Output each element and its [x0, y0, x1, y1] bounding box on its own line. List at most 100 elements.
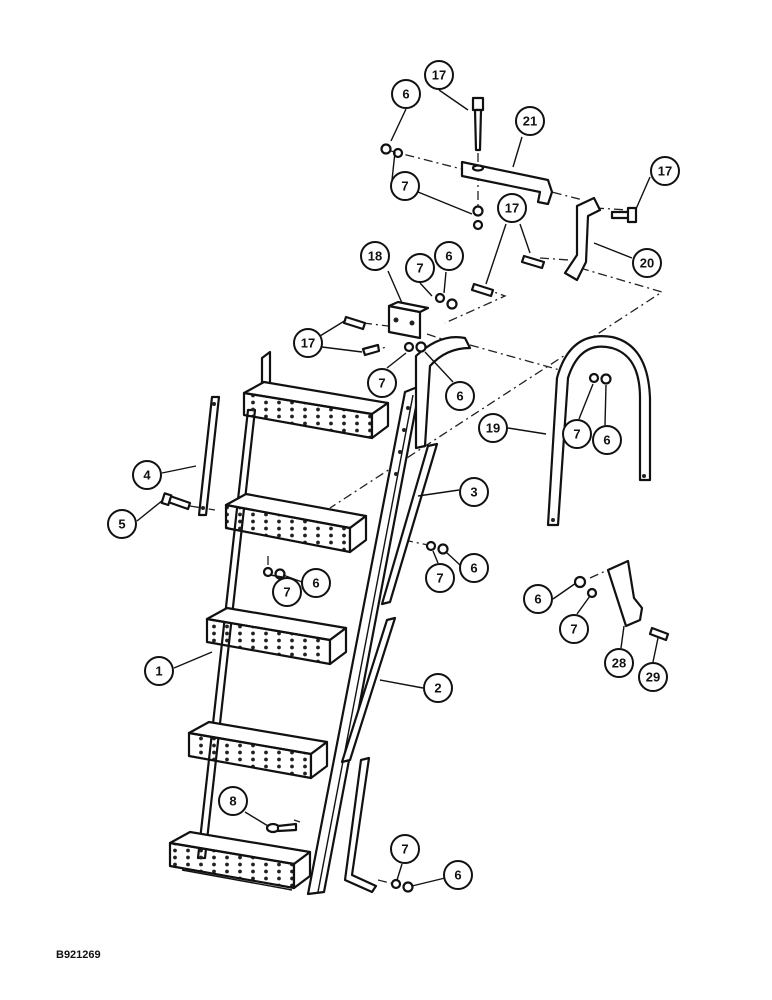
callout-circle [272, 577, 302, 607]
callout-label: 17 [505, 201, 519, 216]
callout-6: 6 [301, 568, 331, 598]
callout-circle [638, 662, 668, 692]
callout-circle [497, 193, 527, 223]
callout-4: 4 [132, 460, 162, 490]
callout-label: 6 [402, 87, 409, 102]
handrail-pieces [340, 336, 472, 894]
callout-circle [367, 368, 397, 398]
bolt-29 [648, 626, 670, 642]
callout-circle [293, 328, 323, 358]
bracket-20 [563, 196, 602, 282]
step-4 [187, 720, 329, 780]
callout-2: 2 [423, 673, 453, 703]
callout-label: 7 [573, 427, 580, 442]
callout-17: 17 [293, 328, 323, 358]
callout-label: 17 [301, 336, 315, 351]
callout-label: 7 [378, 376, 385, 391]
callout-label: 21 [523, 114, 537, 129]
callout-circle [218, 786, 248, 816]
callout-circle [132, 460, 162, 490]
callout-7: 7 [367, 368, 397, 398]
callout-circle [107, 509, 137, 539]
callout-6: 6 [434, 241, 464, 271]
callout-6: 6 [391, 79, 421, 109]
callout-7: 7 [425, 563, 455, 593]
callout-6: 6 [592, 425, 622, 455]
hardware [262, 96, 638, 893]
callout-label: 2 [434, 681, 441, 696]
callout-7: 7 [390, 834, 420, 864]
callout-label: 1 [155, 664, 162, 679]
bracket-21 [460, 160, 554, 206]
callout-6: 6 [443, 860, 473, 890]
bracket-28 [606, 559, 644, 628]
callout-7: 7 [562, 419, 592, 449]
ladder-steps [168, 380, 390, 891]
callout-29: 29 [638, 662, 668, 692]
callout-circle [478, 413, 508, 443]
callout-7: 7 [272, 577, 302, 607]
callout-label: 8 [229, 794, 236, 809]
step-1 [242, 380, 390, 440]
callout-circle [459, 553, 489, 583]
callout-circle [443, 860, 473, 890]
callout-label: 7 [401, 842, 408, 857]
bolt-5 [160, 492, 192, 511]
callout-label: 7 [436, 571, 443, 586]
callout-5: 5 [107, 509, 137, 539]
callout-label: 6 [470, 561, 477, 576]
callout-label: 7 [283, 585, 290, 600]
callout-circle [144, 656, 174, 686]
callout-label: 6 [456, 389, 463, 404]
callout-circle [445, 381, 475, 411]
callout-label: 29 [646, 670, 660, 685]
callout-label: 6 [603, 433, 610, 448]
callout-circle [515, 106, 545, 136]
callout-8: 8 [218, 786, 248, 816]
bracket-18 [387, 300, 430, 340]
callout-19: 19 [478, 413, 508, 443]
callout-circle [390, 171, 420, 201]
callout-circle [391, 79, 421, 109]
callout-label: 7 [401, 179, 408, 194]
callout-label: 19 [486, 421, 500, 436]
callout-circle [301, 568, 331, 598]
callout-label: 6 [312, 576, 319, 591]
callout-circle [459, 477, 489, 507]
callout-label: 4 [143, 468, 151, 483]
callout-3: 3 [459, 477, 489, 507]
callout-label: 20 [640, 256, 654, 271]
callout-label: 5 [118, 517, 125, 532]
step-2 [224, 492, 368, 554]
drawing-id: B921269 [56, 949, 101, 961]
callout-circle [523, 584, 553, 614]
callout-label: 6 [534, 592, 541, 607]
callout-circle [559, 614, 589, 644]
callout-circle [434, 241, 464, 271]
u-handle-19 [546, 335, 652, 527]
callout-label: 18 [368, 249, 382, 264]
callout-circle [390, 834, 420, 864]
callout-circle [360, 241, 390, 271]
callout-circle [592, 425, 622, 455]
callout-label: 3 [470, 485, 477, 500]
callout-circle [425, 563, 455, 593]
callout-6: 6 [445, 381, 475, 411]
callout-circle [424, 60, 454, 90]
callout-label: 6 [454, 868, 461, 883]
callout-label: 17 [432, 68, 446, 83]
side-strap [197, 395, 221, 517]
callout-circle [423, 673, 453, 703]
callout-circle [650, 156, 680, 186]
callout-6: 6 [523, 584, 553, 614]
callout-18: 18 [360, 241, 390, 271]
callout-7: 7 [405, 253, 435, 283]
callout-28: 28 [604, 648, 634, 678]
step-3 [205, 606, 348, 666]
callout-17: 17 [497, 193, 527, 223]
callout-21: 21 [515, 106, 545, 136]
callout-label: 17 [658, 164, 672, 179]
callout-circle [604, 648, 634, 678]
